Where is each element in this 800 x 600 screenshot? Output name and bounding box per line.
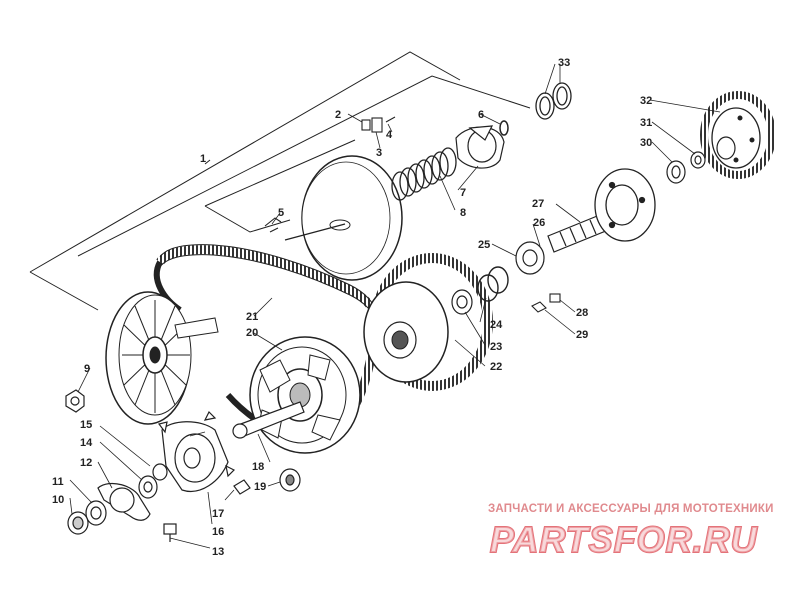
- clip-pin-2-3-4: [361, 116, 396, 133]
- watermark-tagline: ЗАПЧАСТИ И АКСЕССУАРЫ ДЛЯ МОТОТЕХНИКИ: [488, 503, 774, 515]
- callout-18: 18: [252, 461, 264, 473]
- callout-17: 17: [212, 508, 224, 520]
- callout-19: 19: [254, 481, 266, 493]
- callout-labels: 1 2 3 4 5 6 7 8 9 10 11 12 13 14 15 16 1…: [52, 57, 652, 558]
- callout-33: 33: [558, 57, 570, 69]
- leader-lines: [69, 63, 721, 549]
- callout-29: 29: [576, 329, 588, 341]
- drive-clutch-fixed-sheave: [105, 291, 219, 425]
- callout-25: 25: [478, 239, 490, 251]
- nut-31: [690, 151, 706, 169]
- key-28-29: [531, 293, 561, 313]
- callout-23: 23: [490, 341, 502, 353]
- pin-5: [264, 217, 282, 233]
- o-ring-6: [499, 120, 509, 136]
- callout-31: 31: [640, 117, 652, 129]
- callout-3: 3: [376, 147, 382, 159]
- callout-10: 10: [52, 494, 64, 506]
- callout-15: 15: [80, 419, 92, 431]
- retainer-plate-12: [97, 483, 151, 521]
- clip-17: [233, 479, 251, 495]
- callout-7: 7: [460, 187, 466, 199]
- ring-24: [477, 266, 509, 302]
- seal-10: [67, 511, 89, 535]
- sprocket-32: [700, 91, 776, 179]
- callout-5: 5: [278, 207, 284, 219]
- callout-32: 32: [640, 95, 652, 107]
- callout-27: 27: [532, 198, 544, 210]
- nut-19: [279, 468, 301, 492]
- callout-24: 24: [490, 319, 503, 331]
- callout-8: 8: [460, 207, 466, 219]
- rings-33: [535, 82, 572, 120]
- callout-21: 21: [246, 311, 258, 323]
- washer-15: [152, 463, 168, 481]
- spring-8: [391, 147, 457, 201]
- callout-2: 2: [335, 109, 341, 121]
- callout-11: 11: [52, 476, 64, 488]
- movable-face-disk: [284, 155, 403, 281]
- bushing-14: [138, 475, 158, 499]
- spring-cup-7: [455, 125, 505, 169]
- callout-20: 20: [246, 327, 258, 339]
- callout-26: 26: [533, 217, 545, 229]
- spider-cam: [157, 410, 236, 492]
- callout-12: 12: [80, 457, 92, 469]
- drive-shaft: [232, 401, 305, 439]
- assembly-bracket-lines: [29, 51, 531, 311]
- bearing-25: [515, 241, 545, 275]
- movable-sheave-assembly: [249, 336, 361, 454]
- callout-16: 16: [212, 526, 224, 538]
- nut-9: [65, 389, 85, 413]
- callout-13: 13: [212, 546, 224, 558]
- driven-sheave-22: [363, 253, 493, 391]
- callout-14: 14: [80, 437, 93, 449]
- callout-4: 4: [386, 129, 393, 141]
- bushing-23: [451, 289, 473, 315]
- washer-30: [666, 160, 686, 184]
- callout-30: 30: [640, 137, 652, 149]
- bearing-11: [85, 500, 107, 526]
- driven-hub: [594, 168, 656, 242]
- callout-22: 22: [490, 361, 502, 373]
- callout-1: 1: [200, 153, 206, 165]
- callout-28: 28: [576, 307, 588, 319]
- callout-6: 6: [478, 109, 484, 121]
- callout-9: 9: [84, 363, 90, 375]
